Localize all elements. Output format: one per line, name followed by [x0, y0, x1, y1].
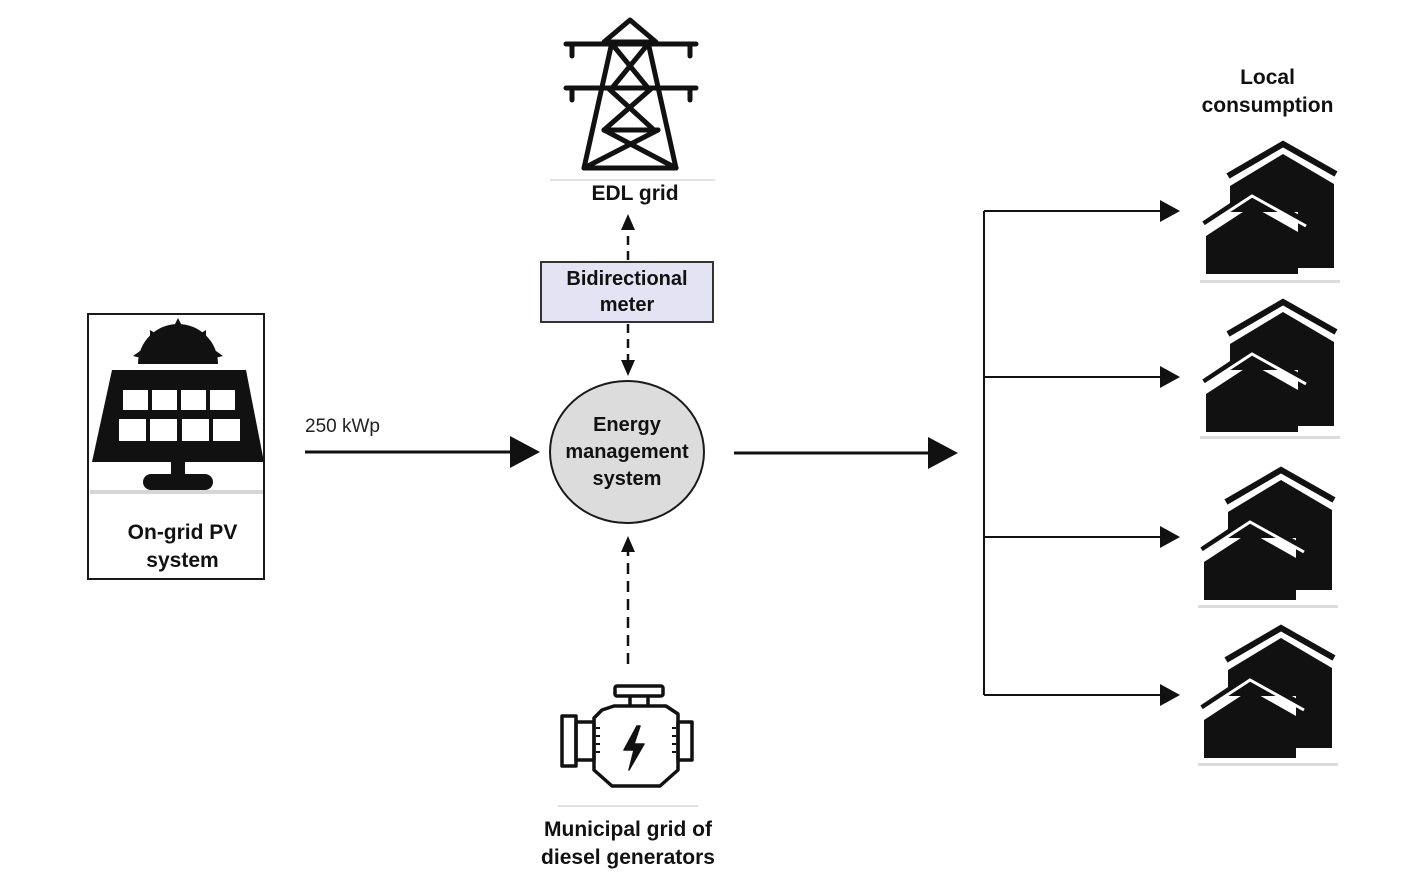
- house-group-4: [1197, 624, 1338, 766]
- engine-generator-icon: [560, 684, 694, 788]
- pv-label-line-1: On-grid PV: [127, 521, 238, 544]
- ems-line-1: Energy: [593, 413, 661, 436]
- edl-grid-label: EDL grid: [591, 182, 679, 205]
- consumption-line-1: Local: [1240, 66, 1295, 89]
- arrow-pv-to-ems: [305, 436, 540, 468]
- pv-system-box: [87, 313, 265, 580]
- distribution-bus: [983, 210, 1162, 696]
- arrow-ems-to-consumption: [734, 437, 958, 469]
- houses-icon: [1197, 140, 1340, 766]
- house-group-1: [1199, 140, 1340, 283]
- arrow-meter-to-edl: [621, 214, 635, 260]
- consumption-line-2: consumption: [1201, 94, 1334, 117]
- ems-line-3: system: [592, 467, 662, 490]
- pv-flow-label: 250 kWp: [305, 416, 380, 437]
- solar-panel-icon: [90, 318, 265, 494]
- pv-system-label: On-grid PV system: [100, 519, 265, 575]
- ems-line-2: management: [565, 440, 689, 463]
- generators-line-2: diesel generators: [541, 846, 715, 869]
- distribution-arrowheads: [1160, 200, 1180, 706]
- transmission-tower-icon: [563, 17, 699, 171]
- local-consumption-label: Local consumption: [1185, 64, 1350, 120]
- diesel-generators-label: Municipal grid of diesel generators: [508, 816, 748, 872]
- meter-line-1: Bidirectional: [566, 268, 688, 290]
- arrow-meter-to-ems: [621, 324, 635, 376]
- energy-management-system: Energy management system: [549, 380, 705, 524]
- meter-line-2: meter: [599, 294, 655, 316]
- generators-line-1: Municipal grid of: [544, 818, 712, 841]
- house-group-2: [1199, 298, 1340, 439]
- pv-label-line-2: system: [146, 549, 219, 572]
- house-group-3: [1197, 466, 1338, 608]
- bidirectional-meter: Bidirectional meter: [540, 261, 714, 323]
- arrow-generators-to-ems: [621, 536, 635, 664]
